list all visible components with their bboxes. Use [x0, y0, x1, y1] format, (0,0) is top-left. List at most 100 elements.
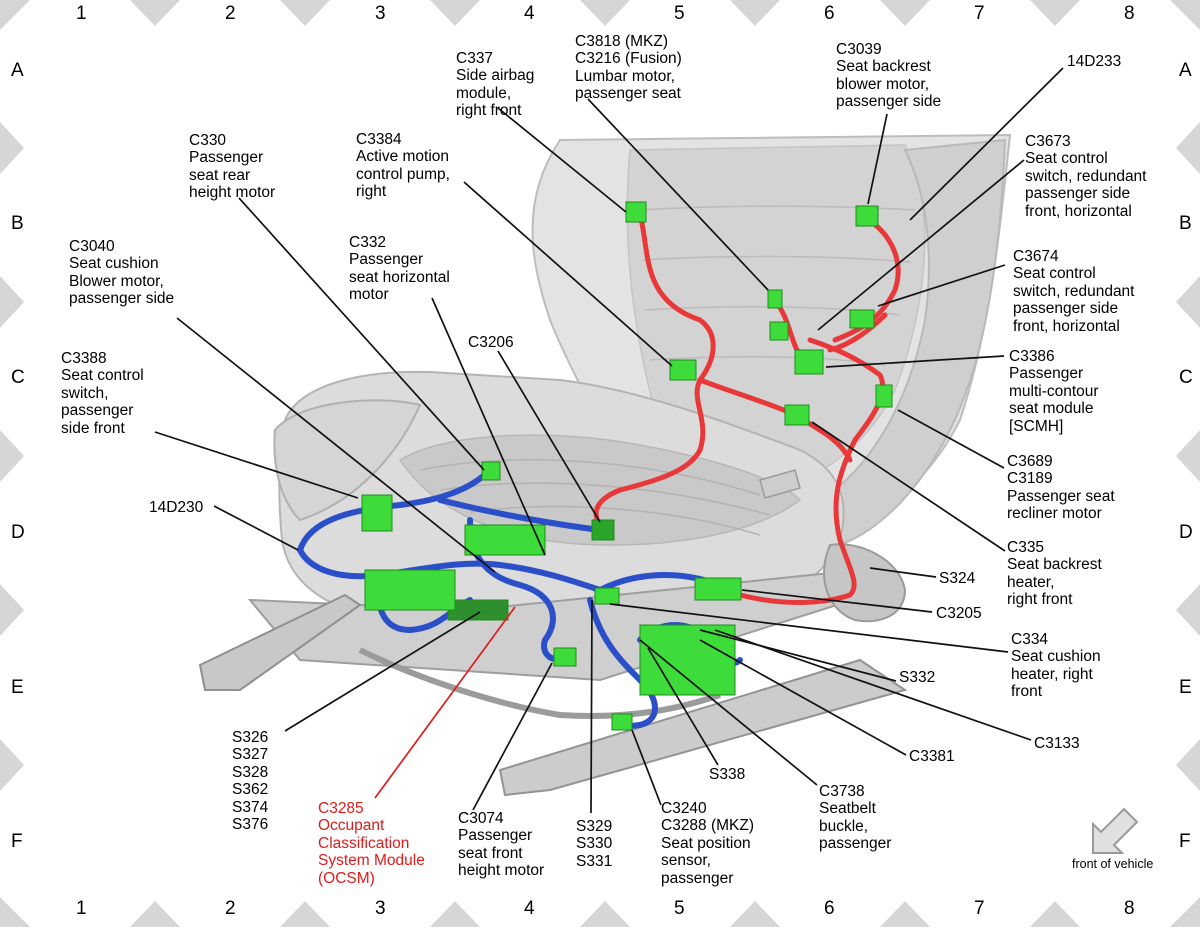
- connector-c3388: [361, 494, 393, 532]
- border-diamond: [130, 0, 180, 26]
- border-diamond: [1170, 0, 1200, 30]
- leader-lines: [154, 67, 1064, 814]
- callout-c3386: C3386 Passenger multi-contour seat modul…: [1009, 348, 1099, 435]
- callout-c3381: C3381: [909, 748, 955, 765]
- connector-c3206: [591, 519, 615, 541]
- connector-c3040: [364, 569, 456, 611]
- grid-column-label-bottom: 5: [674, 898, 685, 919]
- callout-c3818: C3818 (MKZ) C3216 (Fusion) Lumbar motor,…: [575, 33, 682, 103]
- grid-row-label-left: D: [11, 522, 25, 543]
- border-diamond: [1176, 739, 1200, 791]
- callout-ocsm: C3285 Occupant Classification System Mod…: [318, 800, 425, 887]
- callout-c332: C332 Passenger seat horizontal motor: [349, 234, 450, 304]
- connector-c3384: [669, 359, 697, 381]
- leader-line: [213, 505, 299, 551]
- leader-line: [741, 589, 933, 613]
- callout-c3673: C3673 Seat control switch, redundant pas…: [1025, 133, 1147, 220]
- leader-line: [699, 629, 897, 682]
- grid-row-label-right: E: [1179, 677, 1192, 698]
- callout-c337: C337 Side airbag module, right front: [456, 50, 535, 120]
- connector-c3386: [794, 349, 824, 375]
- grid-column-label-top: 7: [974, 3, 985, 24]
- connector-c3673: [769, 321, 789, 341]
- leader-line: [176, 317, 496, 573]
- grid-column-label-top: 8: [1124, 3, 1135, 24]
- seat-track-right: [498, 658, 908, 797]
- connector-c3381: [639, 624, 736, 696]
- callout-s332: S332: [899, 669, 936, 686]
- leader-line: [811, 421, 1006, 552]
- grid-row-label-right: D: [1179, 522, 1193, 543]
- connector-c3205: [694, 577, 742, 601]
- grid-column-label-bottom: 8: [1124, 898, 1135, 919]
- border-diamond: [0, 122, 24, 174]
- border-diamond: [280, 901, 330, 927]
- callout-c335: C335 Seat backrest heater, right front: [1007, 539, 1102, 609]
- leader-line: [877, 264, 1006, 307]
- seat-illustration: [198, 133, 1012, 797]
- border-diamond: [1030, 0, 1080, 26]
- connector-c332: [464, 524, 546, 556]
- leader-line: [699, 639, 907, 756]
- connector-c334: [594, 587, 620, 605]
- connector-c330: [481, 461, 501, 481]
- connector-c3074: [553, 647, 577, 667]
- grid-column-label-bottom: 1: [76, 898, 87, 919]
- seat-track-left: [198, 593, 362, 691]
- callout-c334: C334 Seat cushion heater, right front: [1011, 631, 1101, 701]
- leader-line: [497, 107, 627, 213]
- grid-row-label-right: A: [1179, 60, 1192, 81]
- callout-c3040: C3040 Seat cushion Blower motor, passeng…: [69, 238, 175, 308]
- grid-column-label-bottom: 2: [225, 898, 236, 919]
- leader-line-ocsm: [374, 606, 516, 799]
- border-diamond: [1176, 122, 1200, 174]
- leader-line: [587, 98, 769, 291]
- border-diamond: [1030, 901, 1080, 927]
- buckle-bracket: [759, 469, 801, 499]
- leader-line: [817, 159, 1025, 331]
- callout-c3240: C3240 C3288 (MKZ) Seat position sensor, …: [661, 800, 755, 887]
- callout-c3674: C3674 Seat control switch, redundant pas…: [1013, 248, 1135, 335]
- callout-c3738: C3738 Seatbelt buckle, passenger: [819, 783, 892, 853]
- connector-c3674: [849, 309, 875, 329]
- leader-line: [867, 113, 888, 205]
- grid-column-label-top: 4: [524, 3, 535, 24]
- border-diamond: [580, 901, 630, 927]
- connector-c3818: [767, 289, 783, 309]
- callout-c3205: C3205: [936, 605, 982, 622]
- grid-column-label-bottom: 7: [974, 898, 985, 919]
- grid-row-label-left: E: [11, 677, 24, 698]
- leader-line: [631, 729, 662, 806]
- border-diamond: [1170, 897, 1200, 927]
- leader-line: [639, 639, 818, 786]
- leader-line: [238, 197, 485, 471]
- border-diamond: [0, 897, 30, 927]
- recliner-mechanism: [823, 543, 907, 623]
- callout-s324: S324: [939, 570, 976, 587]
- border-diamond: [1176, 430, 1200, 482]
- leader-line: [647, 647, 719, 766]
- grid-row-label-left: B: [11, 213, 24, 234]
- connector-c3240: [611, 713, 633, 731]
- callout-14d233: 14D233: [1067, 53, 1122, 70]
- cushion-front-bolster: [273, 399, 422, 522]
- border-diamond: [580, 0, 630, 26]
- leader-line: [284, 611, 481, 732]
- border-diamond: [0, 430, 24, 482]
- leader-line: [154, 431, 359, 499]
- border-diamond: [0, 739, 24, 791]
- leader-line: [869, 567, 937, 578]
- border-diamond: [130, 901, 180, 927]
- grid-row-label-left: F: [11, 831, 23, 852]
- callout-s338: S338: [709, 766, 746, 783]
- leader-line: [472, 662, 553, 811]
- grid-row-label-left: A: [11, 60, 24, 81]
- grid-row-label-right: F: [1179, 831, 1191, 852]
- border-diamond: [730, 0, 780, 26]
- border-diamond: [880, 901, 930, 927]
- leader-line: [609, 603, 1009, 653]
- grid-column-label-top: 5: [674, 3, 685, 24]
- callout-s329: S329 S330 S331: [576, 818, 613, 870]
- grid-column-label-top: 1: [76, 3, 87, 24]
